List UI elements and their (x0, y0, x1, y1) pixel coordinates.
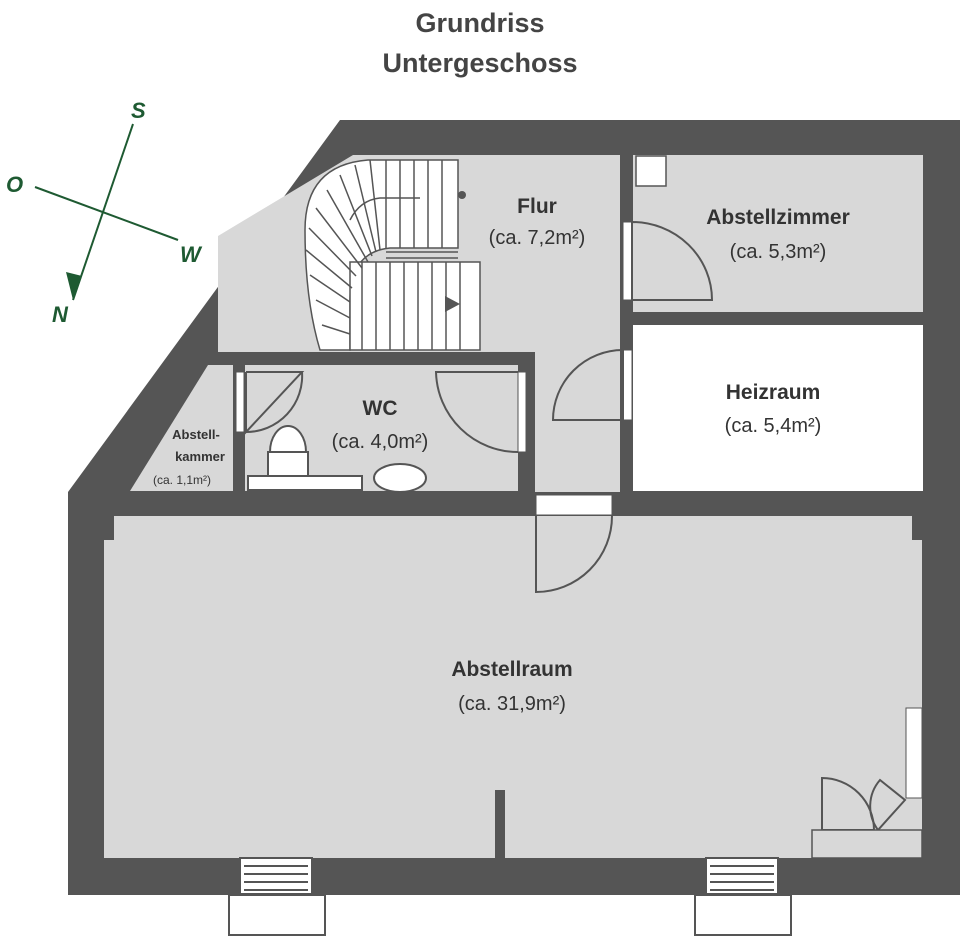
compass-rose: S N O W (6, 98, 203, 327)
staircase (304, 159, 481, 351)
area-abstellkammer: (ca. 1,1m²) (153, 473, 211, 487)
floor-abstellkammer (130, 365, 233, 491)
area-abstellzimmer: (ca. 5,3m²) (730, 241, 827, 263)
wall-stub (495, 790, 505, 858)
compass-east: O (6, 172, 23, 197)
label-abstellraum: Abstellraum (451, 658, 572, 681)
stair-arrow (445, 296, 460, 312)
compass-north: N (52, 302, 69, 327)
pillar-right (912, 516, 922, 540)
compass-west: W (180, 242, 203, 267)
window-well-left (228, 857, 326, 936)
pillar-left (104, 516, 114, 540)
label-abstellzimmer: Abstellzimmer (706, 206, 850, 229)
label-flur: Flur (517, 195, 557, 218)
area-wc: (ca. 4,0m²) (332, 431, 429, 453)
door-swings (245, 221, 907, 832)
area-flur: (ca. 7,2m²) (489, 227, 586, 249)
wc-fixtures (247, 425, 427, 493)
floor-heizraum (633, 325, 923, 491)
label-heizraum: Heizraum (726, 381, 821, 404)
north-arrow-icon (66, 272, 82, 300)
stair-post (458, 191, 466, 199)
area-heizraum: (ca. 5,4m²) (725, 415, 822, 437)
floor-abstellzimmer (633, 155, 923, 312)
chimney (635, 155, 667, 187)
compass-south: S (131, 98, 146, 123)
label-abstellkammer-1: Abstell- (172, 427, 220, 442)
area-abstellraum: (ca. 31,9m²) (458, 693, 566, 715)
plan-title-line1: Grundriss (415, 8, 545, 38)
door-openings (235, 221, 923, 799)
window-well-right (694, 857, 792, 936)
floor-abstellraum (104, 516, 922, 858)
plan-title-line2: Untergeschoss (382, 48, 578, 78)
label-wc: WC (363, 397, 398, 420)
label-abstellkammer-2: kammer (175, 449, 225, 464)
entry-step (811, 829, 923, 859)
